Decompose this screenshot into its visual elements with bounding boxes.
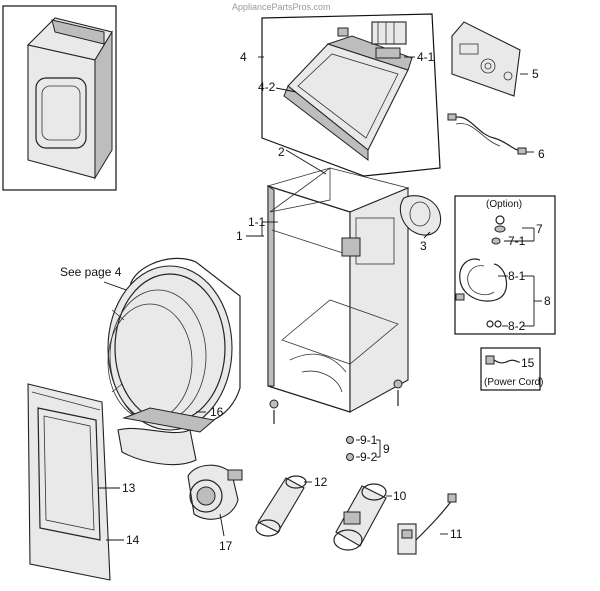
label-8-1: 8-1: [508, 269, 526, 283]
label-8: 8: [544, 294, 551, 308]
label-1-1: 1-1: [248, 215, 266, 229]
label-7-1: 7-1: [508, 234, 526, 248]
door-assembly: [27, 383, 124, 581]
control-panel: [451, 21, 528, 97]
label-3: 3: [420, 239, 427, 253]
label-6: 6: [538, 147, 545, 161]
option-parts: [455, 215, 542, 328]
label-9-2: 9-2: [360, 450, 378, 464]
label-9-1: 9-1: [360, 433, 378, 447]
label-1: 1: [236, 229, 243, 243]
label-4: 4: [240, 50, 247, 64]
label-17: 17: [219, 539, 233, 553]
label-10: 10: [393, 489, 407, 503]
drum-assembly: See page 4: [60, 257, 241, 466]
dryer-thumbnail: [2, 5, 117, 191]
thermostat-assembly: [397, 493, 457, 555]
duct-cover: [399, 195, 442, 239]
power-cord: [485, 355, 520, 365]
label-13: 13: [122, 481, 136, 495]
duct-hose: [255, 475, 312, 537]
label-15: 15: [521, 356, 535, 370]
blower-motor: [187, 464, 243, 537]
option-box: [454, 195, 556, 335]
top-panel-assembly: [258, 13, 441, 177]
label-14: 14: [126, 533, 140, 547]
label-12: 12: [314, 475, 328, 489]
label-2: 2: [278, 145, 285, 159]
option-label: (Option): [486, 199, 522, 210]
label-5: 5: [532, 67, 539, 81]
label-4-1: 4-1: [417, 50, 435, 64]
watermark-text: AppliancePartsPros.com: [232, 2, 331, 12]
label-9: 9: [383, 442, 390, 456]
screws: [269, 379, 403, 461]
cabinet-frame: [246, 149, 410, 413]
label-11: 11: [450, 527, 463, 541]
label-7: 7: [536, 222, 543, 236]
drive-motor: [333, 483, 392, 551]
power-cord-label: (Power Cord): [484, 377, 543, 388]
label-16: 16: [210, 405, 224, 419]
label-4-2: 4-2: [258, 80, 276, 94]
see-page-note: See page 4: [60, 265, 122, 279]
wire-harness: [447, 113, 534, 155]
label-8-2: 8-2: [508, 319, 526, 333]
power-cord-box: [480, 347, 541, 391]
